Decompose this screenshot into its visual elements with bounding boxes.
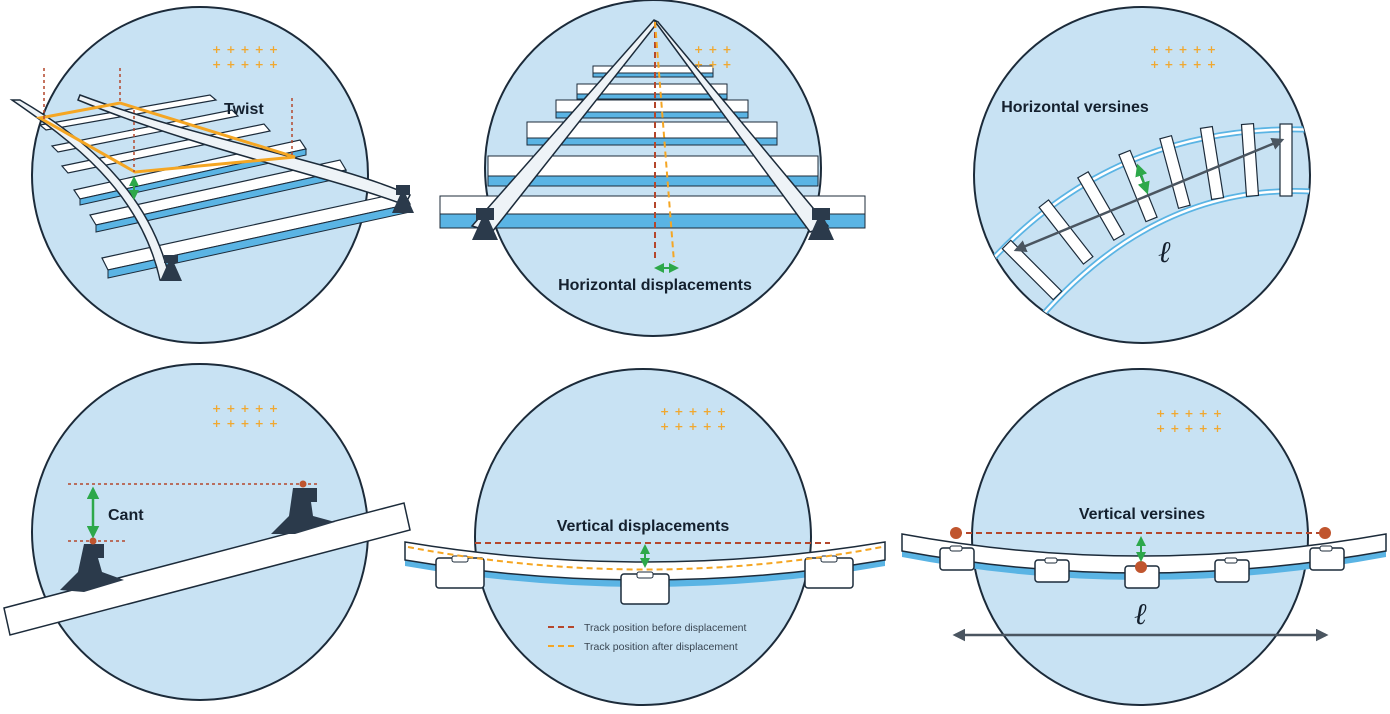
cant-plus-pattern-2: +++++: [212, 417, 283, 430]
horizontal-versines-panel: ℓ +++++ +++++ Horizontal versines: [973, 6, 1311, 344]
vv-rail-shadow: [902, 551, 1386, 580]
hd-label: Horizontal displacements: [558, 277, 752, 294]
cant-high-point: [299, 480, 307, 488]
hd-plus-pattern: +++: [694, 43, 737, 56]
horizontal-displacements-panel: +++ +++ Horizontal displacements: [439, 0, 866, 337]
vd-plus-pattern: +++++: [660, 405, 731, 418]
hv-plus-pattern: +++++: [1150, 43, 1221, 56]
hd-after-line: [654, 21, 675, 263]
vv-midpoint: [1135, 561, 1147, 573]
hv-plus-pattern-2: +++++: [1150, 58, 1221, 71]
cant-plus-pattern: +++++: [212, 402, 283, 415]
cant-rail-high: [271, 488, 335, 534]
vd-sleepers: [435, 557, 854, 605]
vd-rail-shadow: [405, 560, 885, 587]
hv-chord-symbol: ℓ: [1158, 235, 1171, 270]
twist-plus-pattern: +++++: [212, 43, 283, 56]
vv-clips: [949, 545, 1333, 564]
legend-after-label: Track position after displacement: [584, 641, 738, 653]
vv-plus-pattern: +++++: [1156, 407, 1227, 420]
vv-label: Vertical versines: [1079, 506, 1205, 523]
vv-sleepers: [939, 547, 1345, 589]
vertical-versines-panel: ℓ +++++ +++++ Vertical versines: [901, 368, 1387, 706]
twist-plus-pattern-2: +++++: [212, 58, 283, 71]
vv-chord-end-point: [1319, 527, 1331, 539]
vd-plus-pattern-2: +++++: [660, 420, 731, 433]
hd-sleepers: [439, 65, 866, 229]
vv-chord-start-point: [950, 527, 962, 539]
hd-plus-pattern-2: +++: [694, 58, 737, 71]
vd-clips: [451, 555, 838, 579]
cant-label: Cant: [108, 507, 144, 524]
vv-circle: [971, 368, 1309, 706]
vd-legend: Track position before displacement Track…: [548, 622, 747, 653]
vd-label: Vertical displacements: [557, 518, 730, 535]
hd-rails: [470, 19, 834, 240]
hv-label: Horizontal versines: [1001, 99, 1149, 116]
twist-panel: +++++ +++++ Twist: [9, 6, 414, 344]
vertical-displacements-panel: +++++ +++++ Vertical displacements Track…: [404, 368, 886, 706]
cant-sleeper: [3, 502, 411, 636]
twist-label: Twist: [224, 101, 264, 118]
vd-rail: [404, 541, 886, 581]
vv-chord-symbol: ℓ: [1134, 597, 1147, 632]
vd-after-line: [407, 546, 883, 571]
legend-before-label: Track position before displacement: [584, 622, 747, 634]
vv-plus-pattern-2: +++++: [1156, 422, 1227, 435]
cant-low-point: [89, 537, 97, 545]
vd-circle: [474, 368, 812, 706]
cant-rail-low: [60, 544, 124, 592]
cant-panel: +++++ +++++ Cant: [3, 363, 411, 701]
twist-frame: [35, 68, 296, 174]
hv-chord: [1013, 138, 1285, 252]
hv-measure-arrow: [1135, 163, 1150, 195]
